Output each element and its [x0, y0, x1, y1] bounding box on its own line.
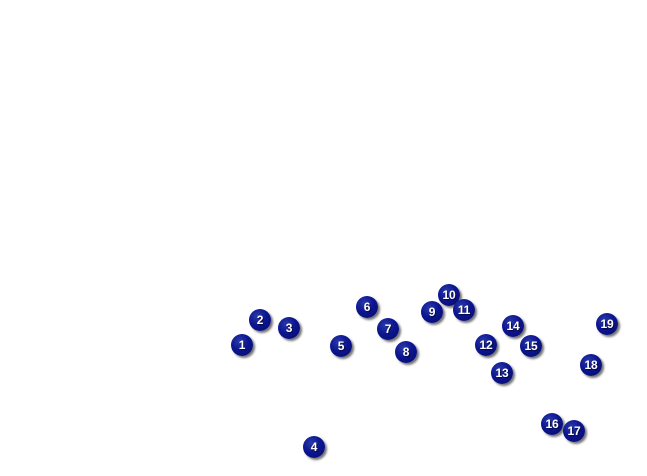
map-marker-18[interactable]: 18	[580, 354, 602, 376]
map-marker-4[interactable]: 4	[303, 436, 325, 458]
map-marker-12[interactable]: 12	[475, 334, 497, 356]
map-marker-19[interactable]: 19	[596, 313, 618, 335]
marker-label: 17	[567, 424, 581, 438]
marker-label: 4	[310, 440, 318, 454]
map-marker-15[interactable]: 15	[520, 335, 542, 357]
map-marker-3[interactable]: 3	[278, 317, 300, 339]
map-marker-11[interactable]: 11	[453, 299, 475, 321]
map-marker-17[interactable]: 17	[563, 420, 585, 442]
marker-label: 14	[506, 319, 520, 333]
marker-label: 13	[495, 366, 509, 380]
marker-label: 18	[584, 358, 598, 372]
map-marker-2[interactable]: 2	[249, 309, 271, 331]
marker-label: 6	[363, 300, 371, 314]
marker-label: 9	[428, 305, 436, 319]
map-marker-7[interactable]: 7	[377, 318, 399, 340]
map-marker-1[interactable]: 1	[231, 334, 253, 356]
marker-label: 7	[384, 322, 392, 336]
marker-label: 3	[285, 321, 293, 335]
marker-label: 16	[545, 417, 559, 431]
map-marker-13[interactable]: 13	[491, 362, 513, 384]
map-marker-9[interactable]: 9	[421, 301, 443, 323]
marker-label: 8	[402, 345, 410, 359]
marker-label: 1	[238, 338, 246, 352]
marker-label: 11	[457, 303, 471, 317]
map-marker-16[interactable]: 16	[541, 413, 563, 435]
marker-label: 19	[600, 317, 614, 331]
map-marker-8[interactable]: 8	[395, 341, 417, 363]
marker-label: 12	[479, 338, 493, 352]
map-marker-5[interactable]: 5	[330, 335, 352, 357]
map-marker-14[interactable]: 14	[502, 315, 524, 337]
marker-label: 15	[524, 339, 538, 353]
marker-label: 5	[337, 339, 345, 353]
marker-label: 2	[256, 313, 264, 327]
marker-label: 10	[442, 288, 456, 302]
map-marker-6[interactable]: 6	[356, 296, 378, 318]
